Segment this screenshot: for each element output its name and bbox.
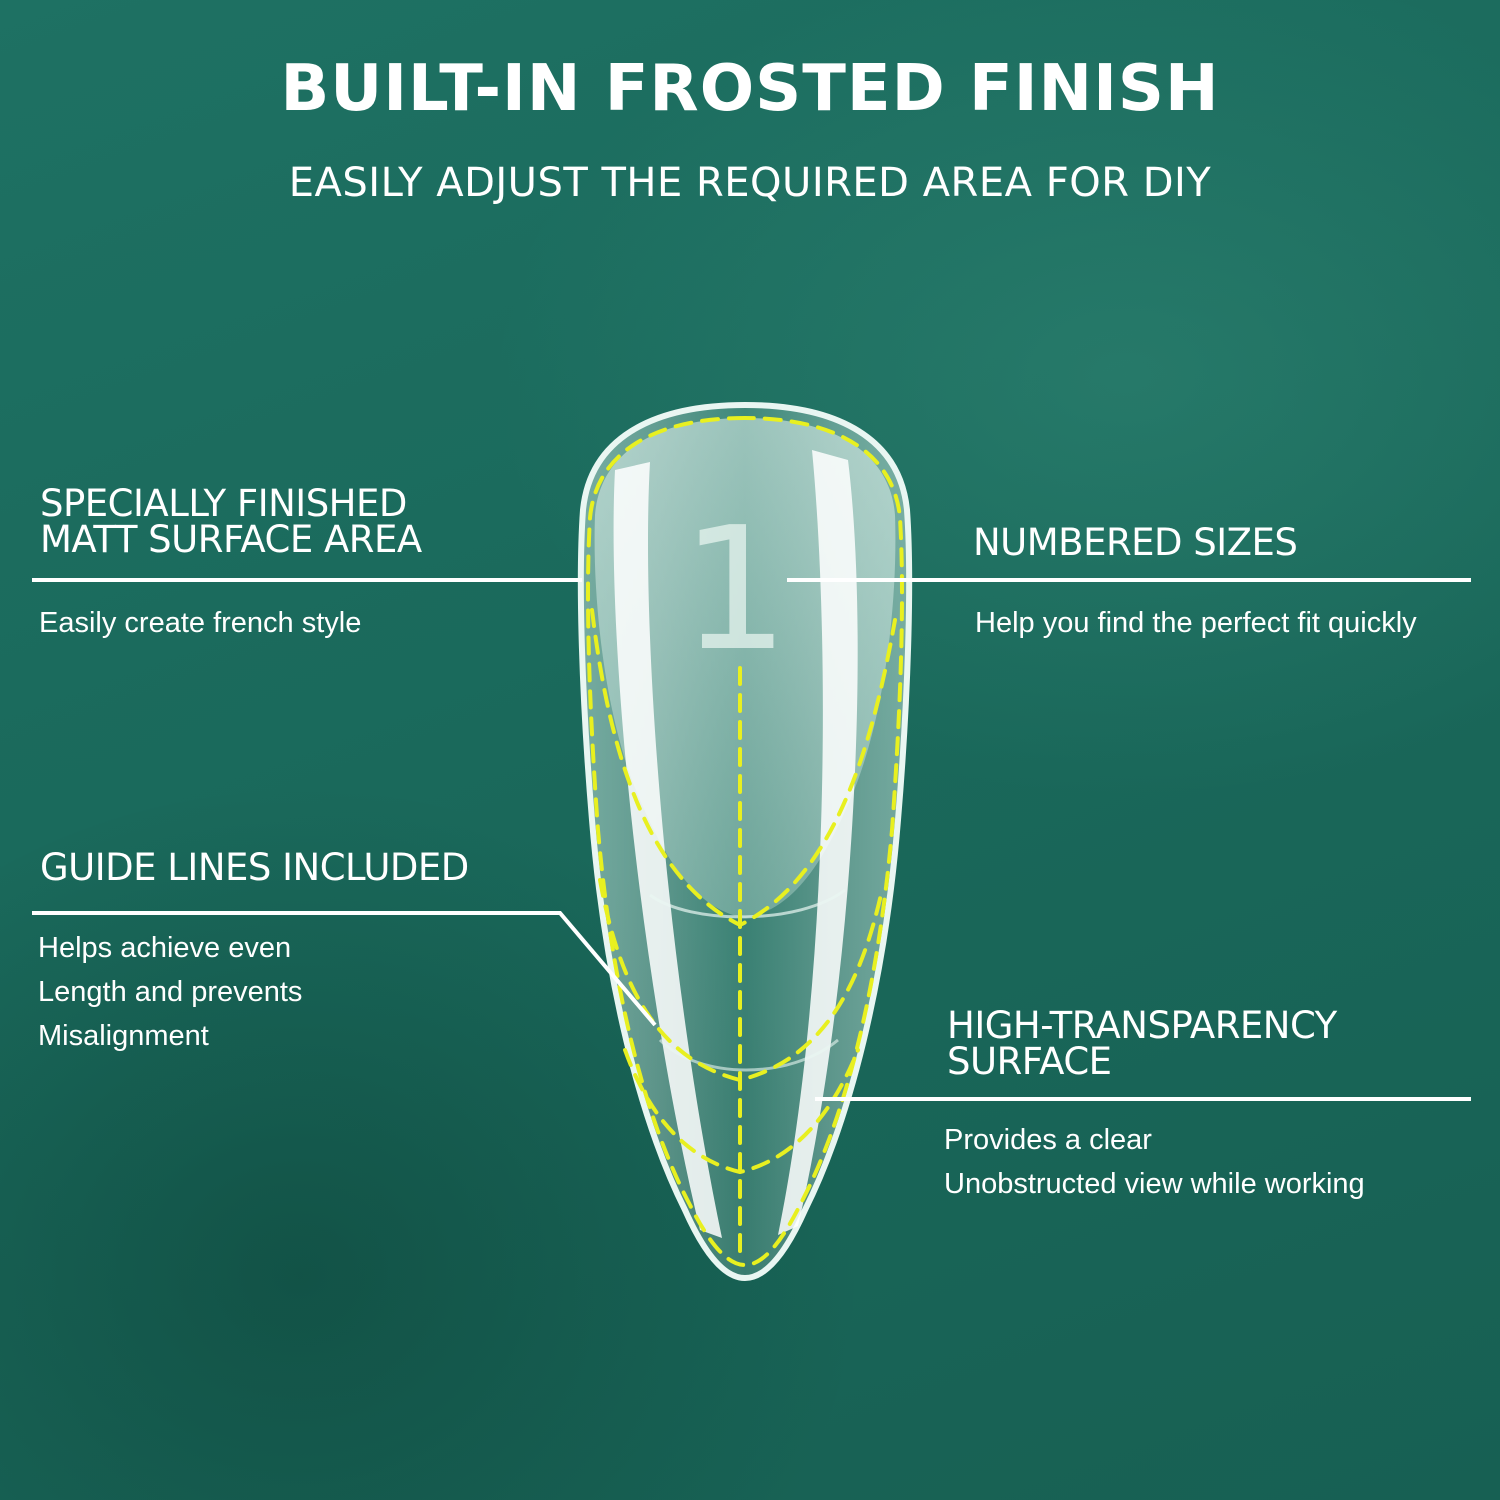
inner-ridge-2 [658, 1038, 839, 1072]
highlight-stripe-right [778, 450, 858, 1235]
matt-surface-rule [32, 578, 582, 582]
transparency-heading-line1: HIGH-TRANSPARENCY [947, 1004, 1337, 1047]
matt-surface-description-text: Easily create french style [39, 607, 362, 639]
numbered-sizes-description-text: Help you find the perfect fit quickly [975, 607, 1417, 639]
guide-lines-heading: GUIDE LINES INCLUDED [40, 846, 469, 889]
guide-outline [585, 415, 905, 1268]
inner-ridge-1 [649, 888, 846, 919]
matt-surface-description: Easily create french style [39, 601, 361, 645]
transparency-heading: HIGH-TRANSPARENCY SURFACE [947, 1004, 1337, 1083]
size-number: 1 [681, 491, 789, 689]
transparency-description-line2: Unobstructed view while working [944, 1168, 1365, 1200]
matt-surface-heading-line1: SPECIALLY FINISHED [40, 482, 407, 525]
guide-curve-middle [598, 878, 884, 1083]
numbered-sizes-heading: NUMBERED SIZES [973, 521, 1298, 564]
transparency-description: Provides a clear Unobstructed view while… [944, 1118, 1365, 1206]
page-title: BUILT-IN FROSTED FINISH [280, 52, 1220, 126]
guide-curve-top [590, 608, 897, 928]
transparency-description-line1: Provides a clear [944, 1124, 1152, 1156]
highlight-stripe-left [613, 462, 722, 1238]
connector-guide-lines [32, 911, 657, 1027]
transparency-heading-line2: SURFACE [947, 1040, 1112, 1083]
guide-lines-description-line3: Misalignment [38, 1020, 209, 1052]
guide-lines-description-line1: Helps achieve even [38, 932, 292, 964]
matt-surface-heading: SPECIALLY FINISHED MATT SURFACE AREA [40, 482, 422, 561]
guide-curve-bottom [623, 1048, 860, 1175]
guide-lines-description-line2: Length and prevents [38, 976, 303, 1008]
guide-lines-description: Helps achieve even Length and prevents M… [38, 926, 302, 1058]
matt-surface-heading-line2: MATT SURFACE AREA [40, 518, 422, 561]
numbered-sizes-description: Help you find the perfect fit quickly [975, 601, 1417, 645]
guide-lines [585, 415, 905, 1268]
page-subtitle: EASILY ADJUST THE REQUIRED AREA FOR DIY [288, 160, 1212, 206]
numbered-sizes-rule [787, 578, 1471, 582]
transparency-rule [815, 1097, 1471, 1101]
